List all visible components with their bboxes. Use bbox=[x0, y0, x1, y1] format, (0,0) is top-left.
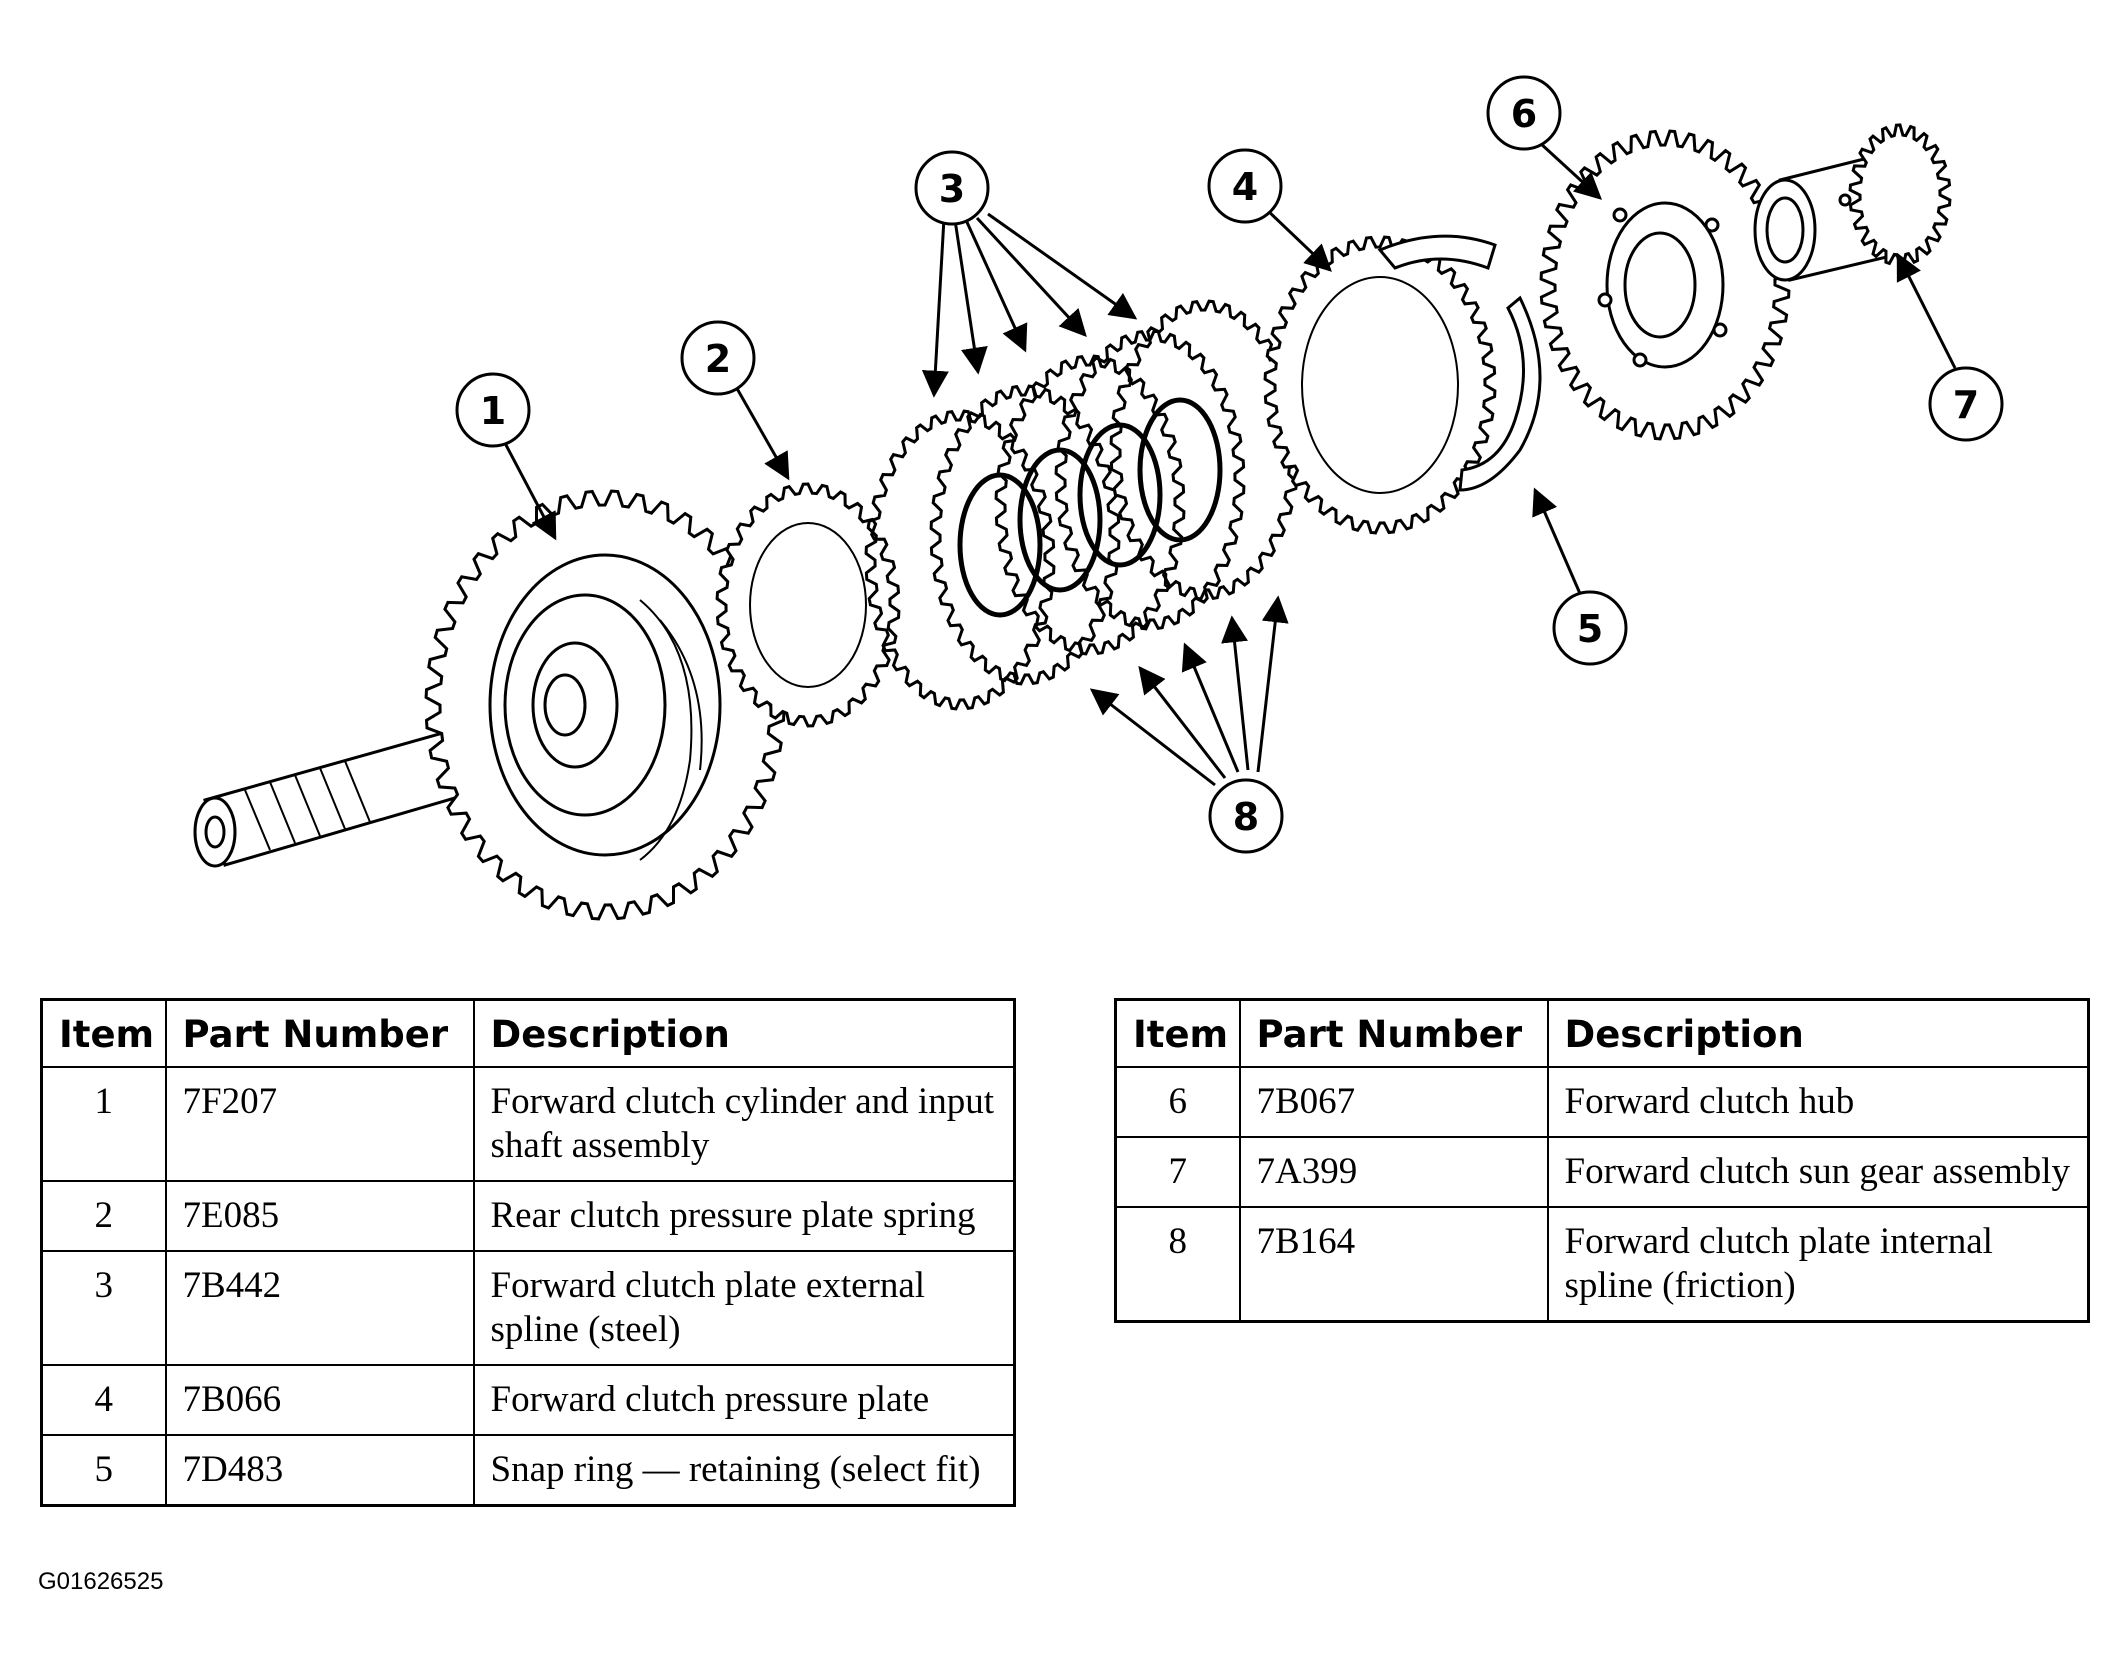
cell-part-number: 7B066 bbox=[164, 1364, 475, 1436]
cell-part-number: 7B164 bbox=[1238, 1206, 1549, 1323]
table-row: 5 7D483 Snap ring — retaining (select fi… bbox=[40, 1434, 1016, 1507]
cell-description: Snap ring — retaining (select fit) bbox=[472, 1434, 1016, 1507]
table-row: 3 7B442 Forward clutch plate external sp… bbox=[40, 1250, 1016, 1366]
cell-item: 7 bbox=[1114, 1136, 1241, 1208]
cell-part-number: 7D483 bbox=[164, 1434, 475, 1507]
figure-id: G01626525 bbox=[38, 1568, 164, 1595]
callout-5-label: 5 bbox=[1577, 607, 1603, 651]
cell-item: 6 bbox=[1114, 1066, 1241, 1138]
callout-1: 1 bbox=[455, 372, 531, 448]
callout-7: 7 bbox=[1928, 366, 2004, 442]
cell-part-number: 7B442 bbox=[164, 1250, 475, 1366]
header-item: Item bbox=[40, 998, 167, 1068]
cell-item: 4 bbox=[40, 1364, 167, 1436]
cell-part-number: 7A399 bbox=[1238, 1136, 1549, 1208]
cell-item: 8 bbox=[1114, 1206, 1241, 1323]
callout-5: 5 bbox=[1552, 590, 1628, 666]
cell-description: Forward clutch pressure plate bbox=[472, 1364, 1016, 1436]
cell-item: 5 bbox=[40, 1434, 167, 1507]
callout-8: 8 bbox=[1208, 778, 1284, 854]
cell-item: 3 bbox=[40, 1250, 167, 1366]
table-header-row: Item Part Number Description bbox=[40, 998, 1016, 1068]
cell-description: Forward clutch cylinder and input shaft … bbox=[472, 1066, 1016, 1182]
clutch-plates-stack-drawing bbox=[864, 299, 1301, 711]
table-header-row: Item Part Number Description bbox=[1114, 998, 2090, 1068]
table-row: 8 7B164 Forward clutch plate internal sp… bbox=[1114, 1206, 2090, 1323]
cell-description: Forward clutch plate external spline (st… bbox=[472, 1250, 1016, 1366]
table-row: 6 7B067 Forward clutch hub bbox=[1114, 1066, 2090, 1138]
callout-4-label: 4 bbox=[1232, 165, 1258, 209]
leader-arrows bbox=[504, 141, 1957, 787]
callout-3-label: 3 bbox=[939, 167, 965, 211]
callout-4: 4 bbox=[1207, 148, 1283, 224]
header-part-number: Part Number bbox=[1238, 998, 1549, 1068]
callout-6: 6 bbox=[1486, 75, 1562, 151]
header-description: Description bbox=[1546, 998, 2090, 1068]
header-item: Item bbox=[1114, 998, 1241, 1068]
cell-part-number: 7F207 bbox=[164, 1066, 475, 1182]
cell-description: Forward clutch plate internal spline (fr… bbox=[1546, 1206, 2090, 1323]
pressure-plate-spring-drawing bbox=[715, 482, 901, 728]
callout-2-label: 2 bbox=[705, 337, 731, 381]
callout-7-label: 7 bbox=[1953, 383, 1979, 427]
cell-description: Forward clutch hub bbox=[1546, 1066, 2090, 1138]
callout-3: 3 bbox=[914, 150, 990, 226]
cell-description: Forward clutch sun gear assembly bbox=[1546, 1136, 2090, 1208]
forward-clutch-hub-drawing bbox=[1539, 129, 1791, 441]
input-shaft-gear-drawing bbox=[193, 489, 786, 921]
table-row: 7 7A399 Forward clutch sun gear assembly bbox=[1114, 1136, 2090, 1208]
parts-table-right: Item Part Number Description 6 7B067 For… bbox=[1114, 998, 2090, 1323]
sun-gear-drawing bbox=[1753, 123, 1952, 282]
cell-item: 2 bbox=[40, 1180, 167, 1252]
exploded-view-diagram: 1 2 3 4 5 6 7 8 bbox=[193, 75, 2004, 921]
table-row: 2 7E085 Rear clutch pressure plate sprin… bbox=[40, 1180, 1016, 1252]
callout-8-label: 8 bbox=[1233, 795, 1259, 839]
header-description: Description bbox=[472, 998, 1016, 1068]
callout-6-label: 6 bbox=[1511, 92, 1537, 136]
callout-2: 2 bbox=[680, 320, 756, 396]
parts-table-left: Item Part Number Description 1 7F207 For… bbox=[40, 998, 1016, 1507]
cell-part-number: 7B067 bbox=[1238, 1066, 1549, 1138]
table-row: 1 7F207 Forward clutch cylinder and inpu… bbox=[40, 1066, 1016, 1182]
callout-1-label: 1 bbox=[480, 389, 506, 433]
table-row: 4 7B066 Forward clutch pressure plate bbox=[40, 1364, 1016, 1436]
snap-ring-drawing bbox=[1377, 234, 1542, 492]
header-part-number: Part Number bbox=[164, 998, 475, 1068]
cell-part-number: 7E085 bbox=[164, 1180, 475, 1252]
cell-item: 1 bbox=[40, 1066, 167, 1182]
cell-description: Rear clutch pressure plate spring bbox=[472, 1180, 1016, 1252]
